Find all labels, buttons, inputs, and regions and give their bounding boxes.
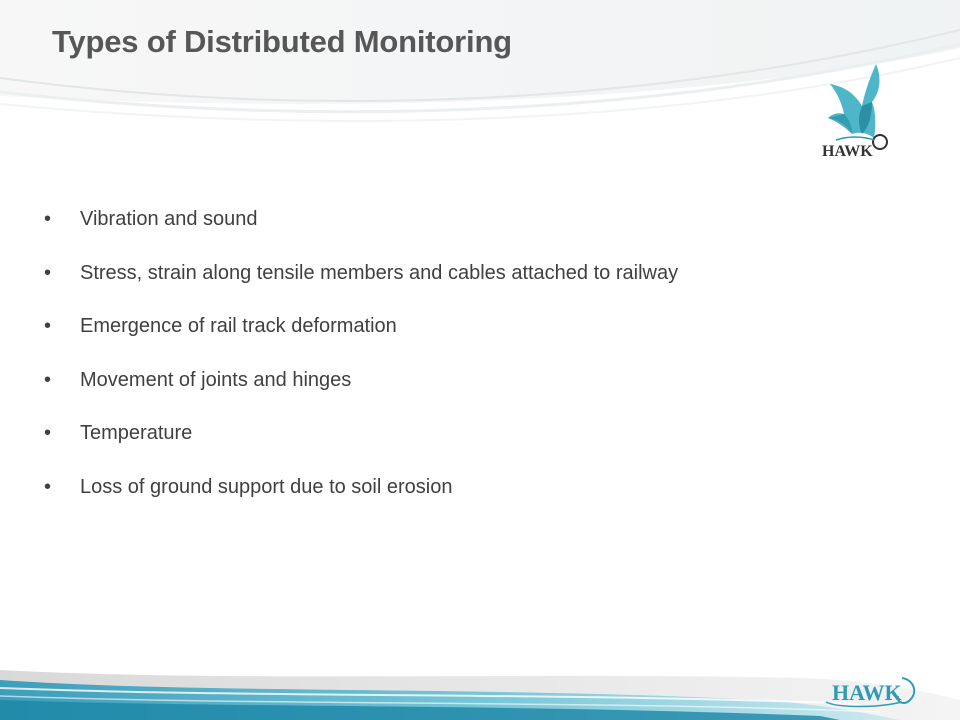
- bullet-dot: •: [44, 475, 52, 498]
- logo-top-text: HAWK: [822, 143, 873, 160]
- slide-title: Types of Distributed Monitoring: [52, 24, 512, 59]
- bullet-dot: •: [44, 261, 52, 284]
- bullet-dot: •: [44, 368, 52, 391]
- hawk-logo-top: HAWK: [822, 64, 888, 160]
- logo-bottom-text: HAWK: [832, 680, 902, 705]
- hawk-bird-icon: [828, 64, 888, 150]
- bullet-dot: •: [44, 315, 52, 337]
- bullet-dot: •: [44, 422, 52, 444]
- bottom-swoosh-decoration: [0, 670, 960, 720]
- bullet-dot: •: [44, 208, 52, 230]
- hawk-logo-bottom: HAWK: [825, 677, 916, 708]
- top-swoosh-decoration: [0, 0, 960, 122]
